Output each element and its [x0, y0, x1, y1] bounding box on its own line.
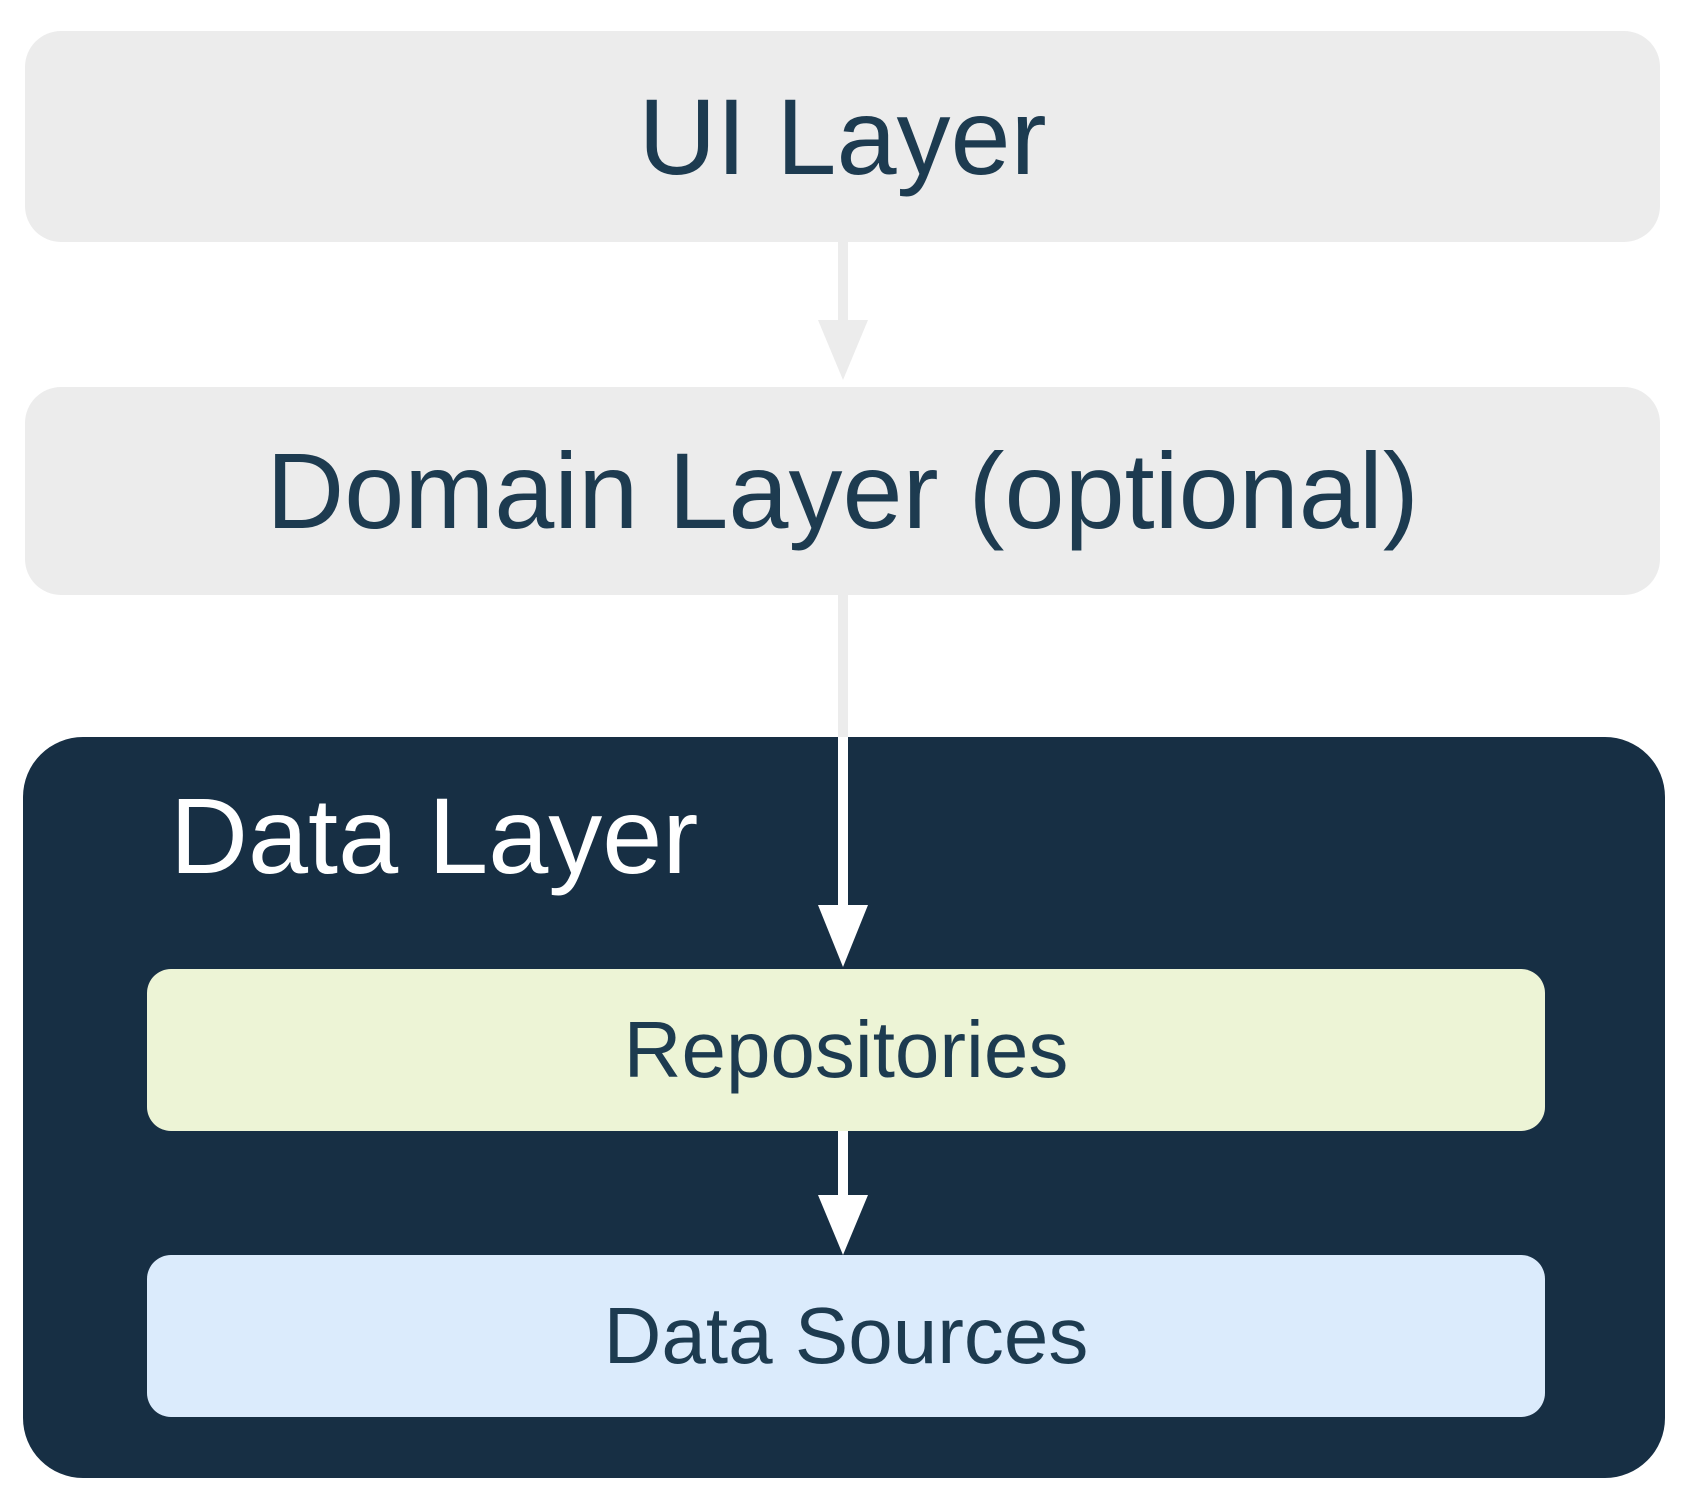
- domain-layer-box: Domain Layer (optional): [25, 387, 1660, 595]
- arrow-down-head-icon: [818, 1195, 868, 1255]
- data-sources-label: Data Sources: [603, 1291, 1089, 1380]
- data-layer-label: Data Layer: [170, 775, 699, 896]
- arrow-down-icon: [838, 595, 848, 737]
- domain-layer-label: Domain Layer (optional): [266, 430, 1419, 551]
- repositories-box: Repositories: [147, 969, 1545, 1131]
- repositories-label: Repositories: [623, 1005, 1069, 1094]
- arrow-down-icon: [838, 1131, 848, 1197]
- ui-layer-label: UI Layer: [638, 75, 1047, 197]
- data-sources-box: Data Sources: [147, 1255, 1545, 1417]
- arrow-down-icon: [838, 737, 848, 907]
- arrow-down-icon: [838, 242, 848, 322]
- arrow-down-head-icon: [818, 905, 868, 967]
- ui-layer-box: UI Layer: [25, 31, 1660, 242]
- arrow-down-head-icon: [818, 320, 868, 380]
